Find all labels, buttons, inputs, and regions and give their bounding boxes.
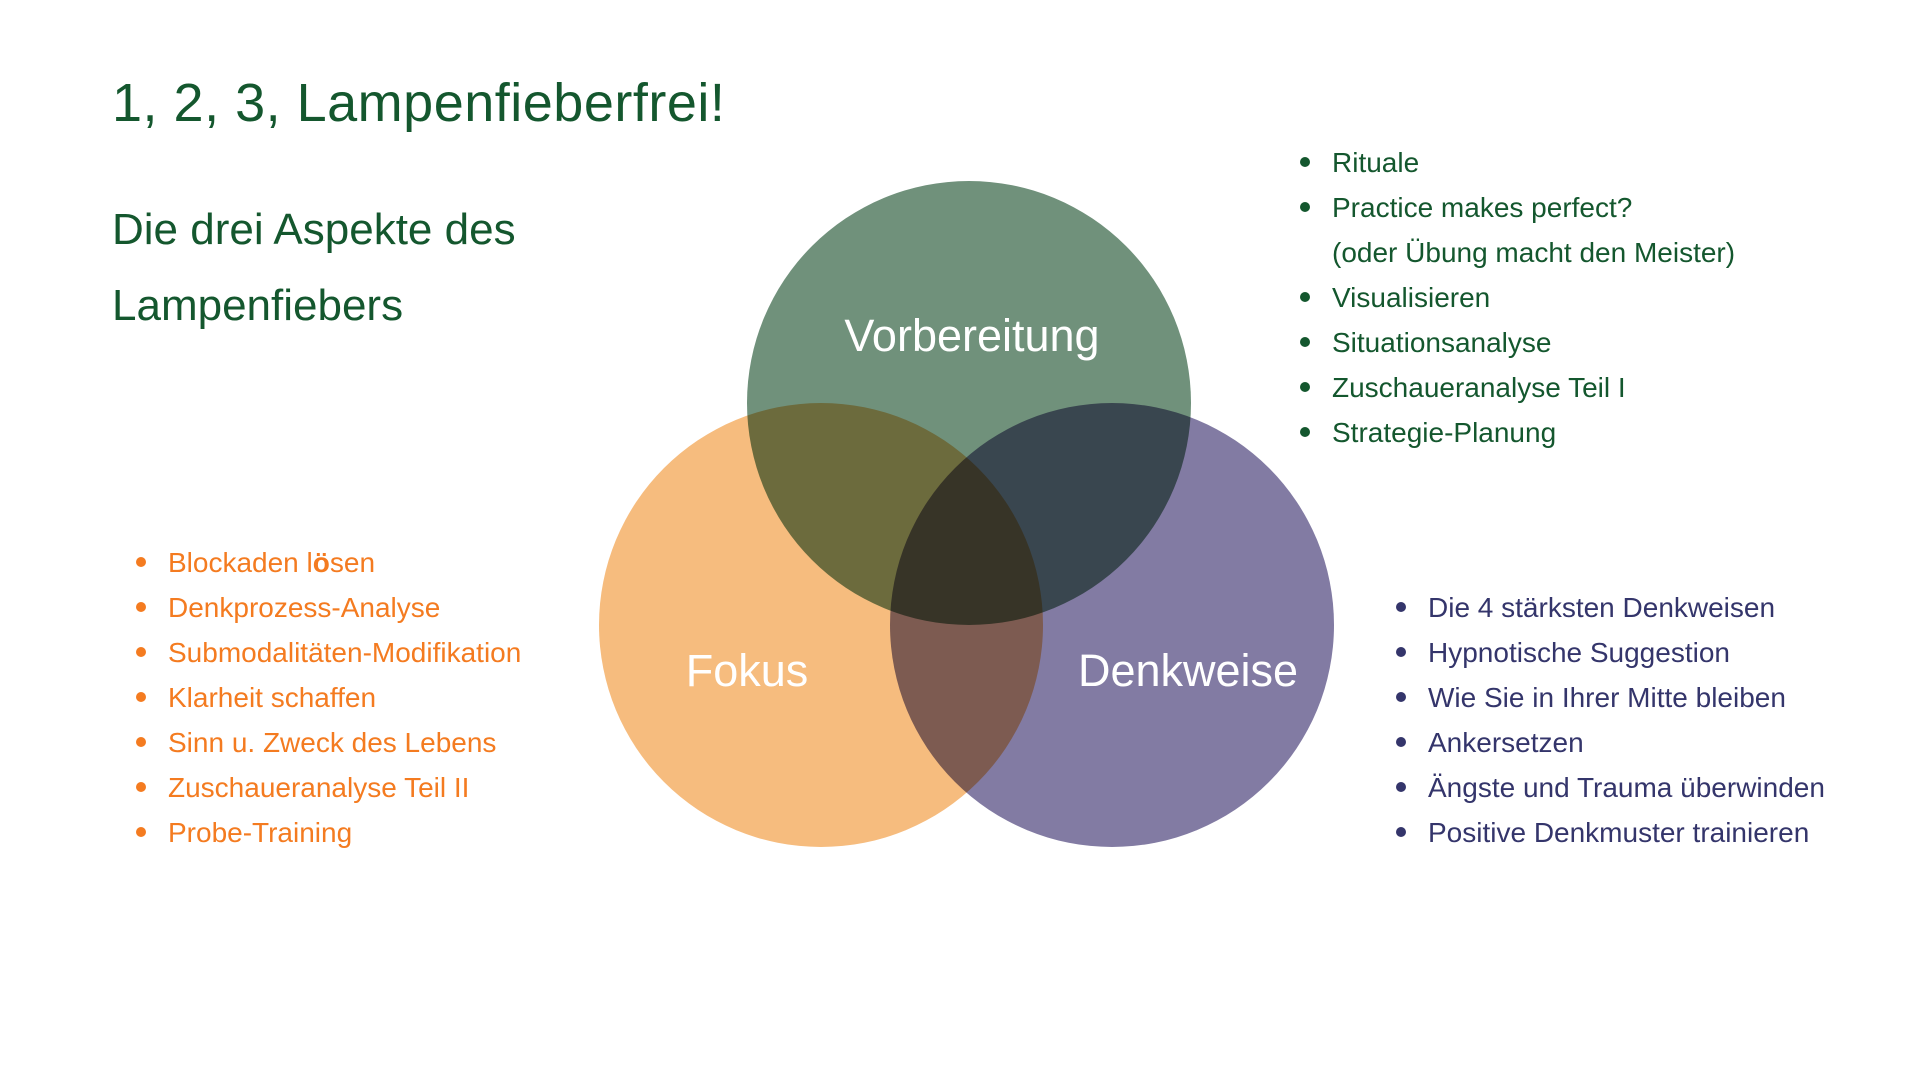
list-item: Strategie-Planung (1296, 410, 1735, 455)
list-item: Ankersetzen (1392, 720, 1825, 765)
list-item: Klarheit schaffen (132, 675, 521, 720)
slide-subtitle-line1: Die drei Aspekte des (112, 205, 516, 254)
slide-title: 1, 2, 3, Lampenfieberfrei! (112, 73, 726, 133)
venn-label-fokus: Fokus (685, 645, 809, 696)
list-item: Blockaden lösen (132, 540, 521, 585)
list-item: Positive Denkmuster trainieren (1392, 810, 1825, 855)
denkweise-list: Die 4 stärksten Denkweisen Hypnotische S… (1392, 585, 1825, 855)
list-item: Rituale (1296, 140, 1735, 185)
list-item: Hypnotische Suggestion (1392, 630, 1825, 675)
list-item: Wie Sie in Ihrer Mitte bleiben (1392, 675, 1825, 720)
list-item: Visualisieren (1296, 275, 1735, 320)
list-item: Zuschaueranalyse Teil II (132, 765, 521, 810)
list-item: Die 4 stärksten Denkweisen (1392, 585, 1825, 630)
list-item: Ängste und Trauma überwinden (1392, 765, 1825, 810)
list-item-continuation: (oder Übung macht den Meister) (1332, 237, 1736, 268)
list-item: Situationsanalyse (1296, 320, 1735, 365)
venn-circle-denkweise (890, 403, 1334, 847)
list-item: Denkprozess-Analyse (132, 585, 521, 630)
list-item: Zuschaueranalyse Teil I (1296, 365, 1735, 410)
fokus-list: Blockaden lösen Denkprozess-Analyse Subm… (132, 540, 521, 855)
venn-circle-vorbereitung (747, 181, 1191, 625)
list-item: Practice makes perfect? (1296, 185, 1735, 230)
vorbereitung-list: Rituale Practice makes perfect? (oder Üb… (1296, 140, 1735, 455)
venn-circle-fokus (599, 403, 1043, 847)
venn-label-vorbereitung: Vorbereitung (844, 310, 1100, 361)
list-item: Probe-Training (132, 810, 521, 855)
list-item: Submodalitäten-Modifikation (132, 630, 521, 675)
slide-subtitle: Die drei Aspekte des Lampenfiebers (112, 192, 516, 344)
venn-label-denkweise: Denkweise (1077, 645, 1299, 696)
list-item: Sinn u. Zweck des Lebens (132, 720, 521, 765)
slide-subtitle-line2: Lampenfiebers (112, 281, 404, 330)
